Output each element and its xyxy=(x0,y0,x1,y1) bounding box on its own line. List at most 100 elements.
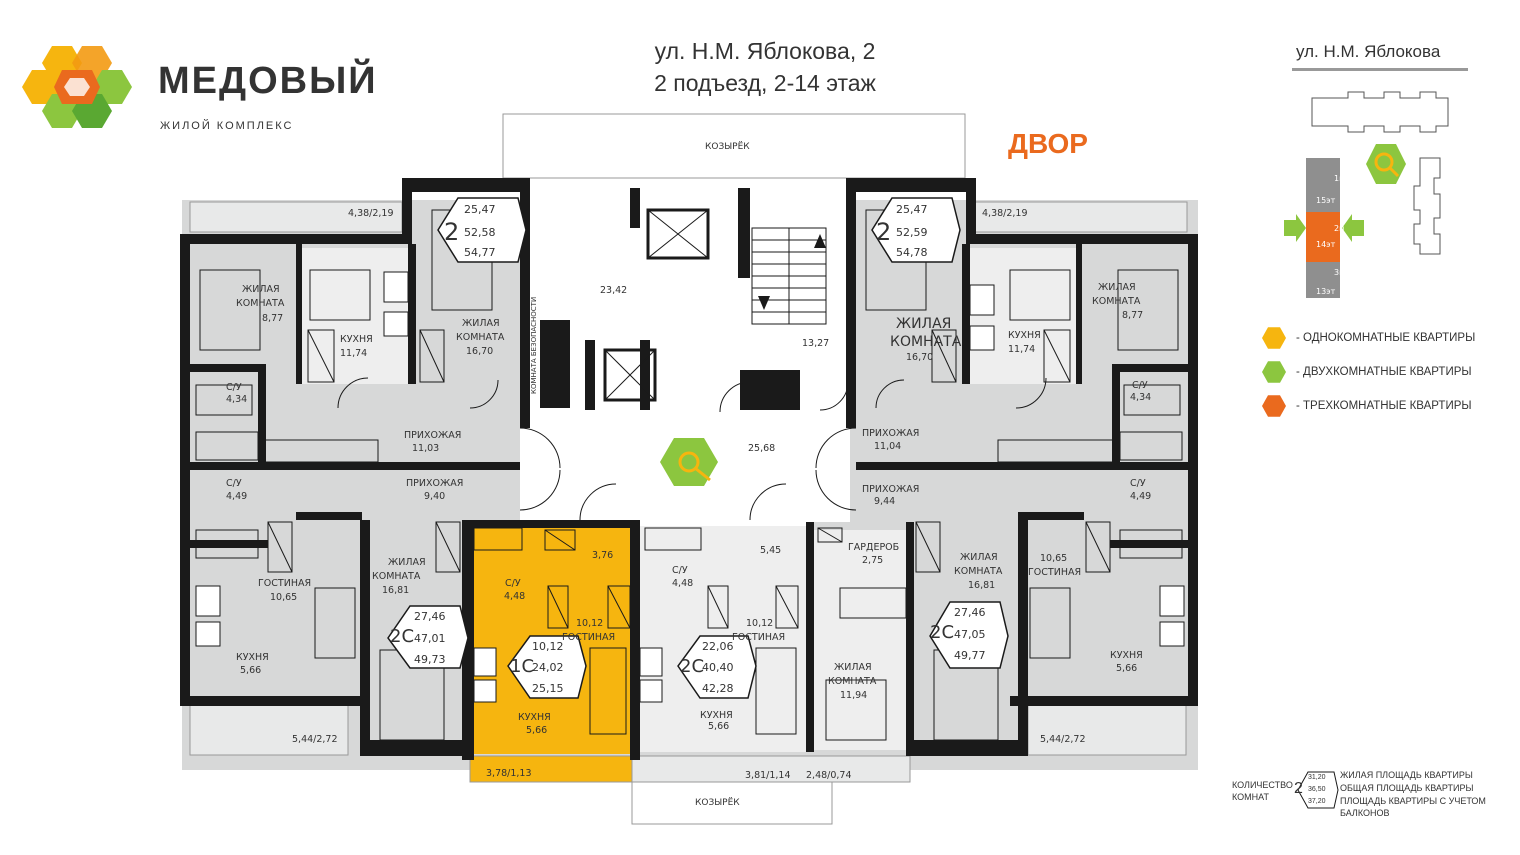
section-2-floors: 14эт xyxy=(1316,240,1336,249)
room-label: ЖИЛАЯ xyxy=(462,318,500,329)
hex-icon xyxy=(1262,327,1286,349)
hex-icon xyxy=(1262,395,1286,417)
room-label: С/У xyxy=(1130,478,1146,489)
room-label: КУХНЯ xyxy=(518,712,551,723)
street-divider xyxy=(1292,68,1468,71)
room-label: ПРИХОЖАЯ xyxy=(862,428,920,439)
apt5-rooms: 2С xyxy=(680,656,705,677)
room-area: 5,66 xyxy=(1116,663,1138,674)
room-label: КУХНЯ xyxy=(236,652,269,663)
room-label: ГОСТИНАЯ xyxy=(1028,567,1082,578)
apt6-living: 27,46 xyxy=(954,606,986,619)
room-area: 5,66 xyxy=(526,725,548,736)
room-label: КОМНАТА xyxy=(1092,296,1141,307)
apt2-living: 25,47 xyxy=(896,203,928,216)
section-3-label: 3п xyxy=(1334,268,1345,277)
apt1-rooms: 2 xyxy=(444,218,460,246)
logo-icon xyxy=(22,46,132,128)
room-label: ГОСТИНАЯ xyxy=(258,578,312,589)
room-label: ЖИЛАЯ xyxy=(834,662,872,673)
room-label: ЖИЛАЯ xyxy=(388,557,426,568)
safety-room-label: КОМНАТА БЕЗОПАСНОСТИ xyxy=(530,296,538,394)
section-1-floors: 15эт xyxy=(1316,196,1336,205)
balcony-top-right-area: 4,38/2,19 xyxy=(982,208,1028,219)
apt3-living: 27,46 xyxy=(414,610,446,623)
section-2-label: 2п xyxy=(1334,224,1345,233)
apt4-balcony: 25,15 xyxy=(532,682,564,695)
room-label: КОМНАТА xyxy=(236,298,285,309)
apt4-rooms: 1С xyxy=(510,656,535,677)
balcony-area: 2,48/0,74 xyxy=(806,770,852,781)
room-area: 16,70 xyxy=(466,346,494,357)
room-label: ПРИХОЖАЯ xyxy=(404,430,462,441)
room-label: ЖИЛАЯ xyxy=(896,316,952,332)
room-area: 9,44 xyxy=(874,496,896,507)
room-label: С/У xyxy=(226,382,242,393)
room-area: 2,75 xyxy=(862,555,884,566)
side-street-title: ул. Н.М. Яблокова xyxy=(1296,42,1441,61)
bottom-canopy-label: КОЗЫРЁК xyxy=(695,798,740,808)
balcony-area: 3,81/1,14 xyxy=(745,770,791,781)
room-label: ПРИХОЖАЯ xyxy=(862,484,920,495)
apt6-rooms: 2С xyxy=(930,622,955,643)
brand-name: МЕДОВЫЙ xyxy=(158,60,378,102)
room-label: С/У xyxy=(672,565,688,576)
room-label: ГАРДЕРОБ xyxy=(848,542,900,553)
room-label: ЖИЛАЯ xyxy=(1098,282,1136,293)
hex-icon xyxy=(1262,361,1286,383)
room-label: С/У xyxy=(1132,380,1148,391)
room-area: 11,03 xyxy=(412,443,440,454)
apt2-total: 52,59 xyxy=(896,226,928,239)
room-area: 10,12 xyxy=(746,618,774,629)
room-label: КОМНАТА xyxy=(890,334,962,350)
balcony-area: 3,78/1,13 xyxy=(486,768,532,779)
room-area: 11,74 xyxy=(340,348,368,359)
room-area: 8,77 xyxy=(1122,310,1144,321)
apt6-total: 47,05 xyxy=(954,628,986,641)
room-label: ЖИЛАЯ xyxy=(242,284,280,295)
section-3-floors: 13эт xyxy=(1316,287,1336,296)
room-area: 11,04 xyxy=(874,441,902,452)
room-area: 4,49 xyxy=(1130,491,1152,502)
balcony-area: 5,44/2,72 xyxy=(1040,734,1086,745)
room-area: 16,70 xyxy=(906,352,934,363)
top-canopy xyxy=(502,113,966,179)
room-label: С/У xyxy=(226,478,242,489)
site-map-icon xyxy=(1284,91,1449,298)
legend-item-2room: - ДВУХКОМНАТНЫЕ КВАРТИРЫ xyxy=(1262,360,1472,384)
room-area: 4,48 xyxy=(672,578,694,589)
room-area: 4,34 xyxy=(1130,392,1152,403)
room-area: 11,94 xyxy=(840,690,868,701)
apt3-total: 47,01 xyxy=(414,632,446,645)
room-area: 16,81 xyxy=(382,585,410,596)
legend-item-1room: - ОДНОКОМНАТНЫЕ КВАРТИРЫ xyxy=(1262,326,1475,350)
balcony-area: 5,44/2,72 xyxy=(292,734,338,745)
room-label: ПРИХОЖАЯ xyxy=(406,478,464,489)
room-area: 9,40 xyxy=(424,491,446,502)
room-area: 3,76 xyxy=(592,550,614,561)
room-label: КОМНАТА xyxy=(954,566,1003,577)
room-area: 5,66 xyxy=(708,721,730,732)
room-area: 25,68 xyxy=(748,443,776,454)
room-area: 4,48 xyxy=(504,591,526,602)
apt3-rooms: 2С xyxy=(390,626,415,647)
section-1-label: 1п xyxy=(1334,174,1345,183)
apt5-living: 22,06 xyxy=(702,640,734,653)
room-label: КУХНЯ xyxy=(1008,330,1041,341)
room-label: С/У xyxy=(505,578,521,589)
room-area: 10,65 xyxy=(1040,553,1068,564)
room-label: КУХНЯ xyxy=(1110,650,1143,661)
room-area: 13,27 xyxy=(802,338,830,349)
room-area: 8,77 xyxy=(262,313,284,324)
room-area: 10,12 xyxy=(576,618,604,629)
apt2-rooms: 2 xyxy=(876,218,892,246)
bottom-canopy xyxy=(631,781,833,825)
entrance-title: 2 подъезд, 2-14 этаж xyxy=(654,70,876,96)
courtyard-label: ДВОР xyxy=(1008,128,1088,159)
room-label: ЖИЛАЯ xyxy=(960,552,998,563)
legend-item-3room: - ТРЕХКОМНАТНЫЕ КВАРТИРЫ xyxy=(1262,394,1472,418)
apt2-balcony: 54,78 xyxy=(896,246,928,259)
room-label: КУХНЯ xyxy=(700,710,733,721)
room-label: ГОСТИНАЯ xyxy=(732,632,786,643)
